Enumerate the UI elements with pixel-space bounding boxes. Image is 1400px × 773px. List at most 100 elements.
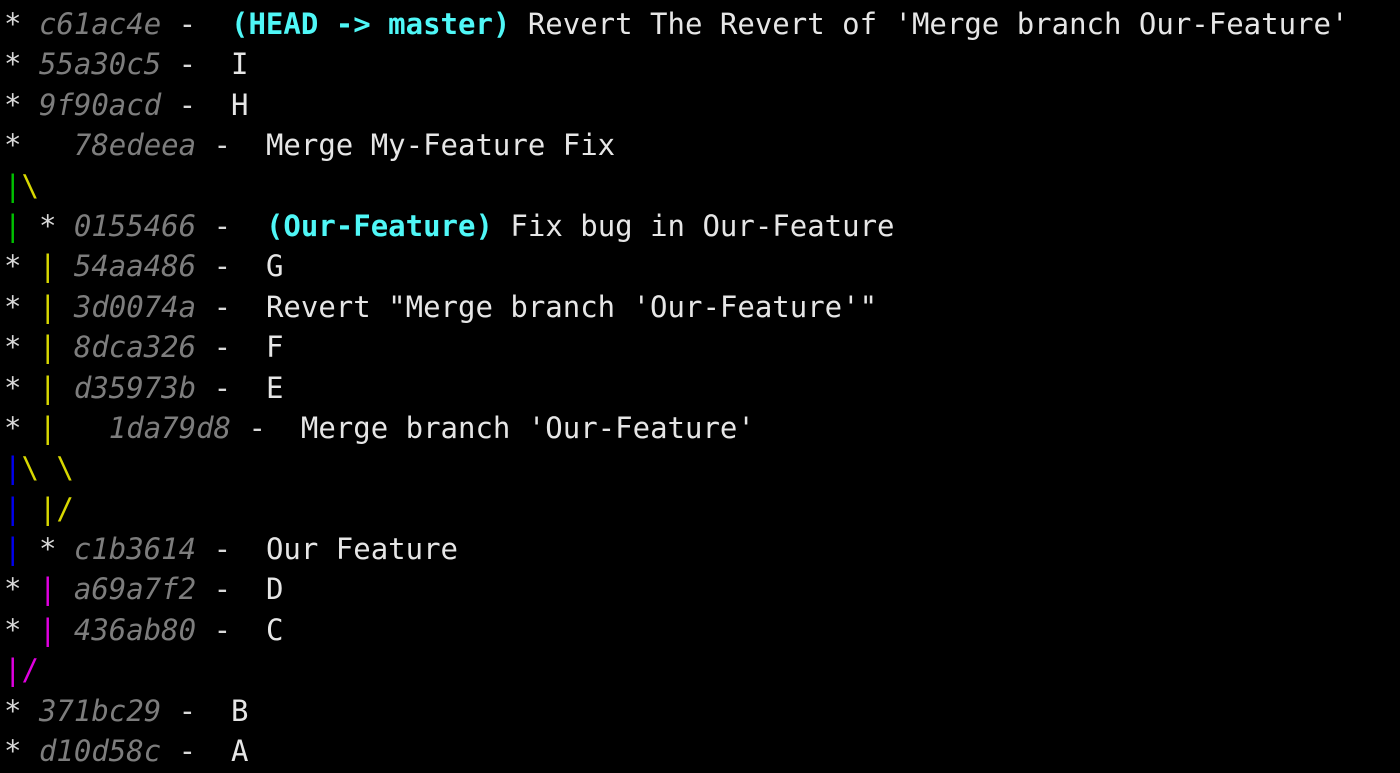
spacer (231, 613, 266, 647)
separator-dash: - (178, 87, 197, 122)
commit-message: Merge My-Feature Fix (265, 128, 616, 163)
spacer (56, 209, 73, 243)
graph-edge: | (4, 208, 22, 243)
commit-hash[interactable]: 436ab80 (73, 612, 197, 647)
commit-row: | * c1b3614 - Our Feature (4, 529, 1400, 569)
commit-row: * 371bc29 - B (4, 691, 1400, 731)
spacer (21, 128, 73, 162)
graph-edge: | (4, 653, 22, 688)
spacer (231, 411, 248, 445)
commit-message: Fix bug in Our-Feature (510, 208, 895, 243)
commit-hash[interactable]: 0155466 (73, 208, 197, 243)
commit-row: * 9f90acd - H (4, 85, 1400, 125)
spacer (21, 47, 38, 81)
spacer (21, 88, 38, 122)
graph-row: | |/ (4, 489, 1400, 529)
graph-edge: | (38, 572, 57, 607)
spacer (161, 88, 178, 122)
separator-dash: - (213, 572, 232, 607)
graph-edge: \ (21, 168, 39, 203)
commit-hash[interactable]: 1da79d8 (108, 410, 232, 445)
spacer (196, 371, 213, 405)
commit-hash[interactable]: 78edeea (73, 128, 197, 163)
commit-row: * | 3d0074a - Revert "Merge branch 'Our-… (4, 287, 1400, 327)
commit-message: Revert "Merge branch 'Our-Feature'" (265, 289, 878, 324)
spacer (21, 330, 38, 364)
spacer (196, 330, 213, 364)
separator-dash: - (213, 289, 232, 324)
separator-dash: - (213, 330, 232, 365)
spacer (56, 330, 73, 364)
separator-dash: - (178, 47, 197, 82)
spacer (196, 47, 231, 81)
commit-row: * | d35973b - E (4, 368, 1400, 408)
spacer (21, 7, 38, 41)
graph-edge: | (4, 491, 22, 526)
spacer (510, 7, 527, 41)
spacer (493, 209, 510, 243)
commit-row: * d10d58c - A (4, 731, 1400, 771)
spacer (196, 128, 213, 162)
spacer (231, 532, 266, 566)
commit-node-marker: * (4, 612, 22, 647)
spacer (21, 694, 38, 728)
commit-message: H (231, 87, 249, 122)
commit-hash[interactable]: 3d0074a (73, 289, 197, 324)
commit-hash[interactable]: d35973b (73, 370, 197, 405)
spacer (196, 249, 213, 283)
commit-hash[interactable]: a69a7f2 (73, 572, 197, 607)
commit-hash[interactable]: 55a30c5 (38, 47, 162, 82)
spacer (21, 290, 38, 324)
spacer (231, 209, 266, 243)
commit-hash[interactable]: c61ac4e (38, 7, 162, 41)
spacer (21, 411, 38, 445)
separator-dash: - (213, 612, 232, 647)
spacer (21, 613, 38, 647)
graph-row: |/ (4, 650, 1400, 690)
spacer (196, 613, 213, 647)
commit-row: * c61ac4e - (HEAD -> master) Revert The … (4, 4, 1400, 44)
spacer (196, 734, 231, 768)
ref-decoration[interactable]: (Our-Feature) (265, 208, 493, 243)
spacer (21, 249, 38, 283)
commit-node-marker: * (38, 532, 57, 567)
spacer (161, 694, 178, 728)
spacer (196, 290, 213, 324)
graph-edge: | (38, 410, 57, 445)
ref-decoration[interactable]: (HEAD -> master) (231, 7, 511, 41)
commit-node-marker: * (4, 128, 22, 163)
spacer (56, 411, 108, 445)
commit-message: F (265, 330, 284, 365)
commit-message: G (265, 249, 284, 284)
commit-node-marker: * (4, 572, 22, 607)
spacer (231, 572, 266, 606)
separator-dash: - (213, 370, 232, 405)
commit-node-marker: * (4, 370, 22, 405)
separator-dash: - (213, 249, 232, 284)
spacer (39, 451, 56, 485)
graph-edge: | (38, 491, 57, 526)
commit-hash[interactable]: d10d58c (38, 734, 162, 769)
spacer (196, 7, 231, 41)
commit-message: Revert The Revert of 'Merge branch Our-F… (527, 7, 1349, 41)
commit-hash[interactable]: 8dca326 (73, 330, 197, 365)
commit-hash[interactable]: c1b3614 (73, 532, 197, 567)
graph-edge: | (38, 370, 57, 405)
spacer (56, 532, 73, 566)
commit-message: B (231, 693, 249, 728)
commit-node-marker: * (4, 330, 22, 365)
commit-node-marker: * (4, 410, 22, 445)
commit-node-marker: * (4, 249, 22, 284)
graph-edge: | (4, 451, 22, 486)
commit-hash[interactable]: 371bc29 (38, 693, 162, 728)
commit-hash[interactable]: 9f90acd (38, 87, 162, 122)
spacer (266, 411, 301, 445)
spacer (161, 47, 178, 81)
graph-edge: | (38, 289, 57, 324)
commit-row: * | 8dca326 - F (4, 327, 1400, 367)
commit-node-marker: * (4, 87, 22, 122)
spacer (21, 371, 38, 405)
commit-hash[interactable]: 54aa486 (73, 249, 197, 284)
separator-dash: - (178, 734, 197, 769)
